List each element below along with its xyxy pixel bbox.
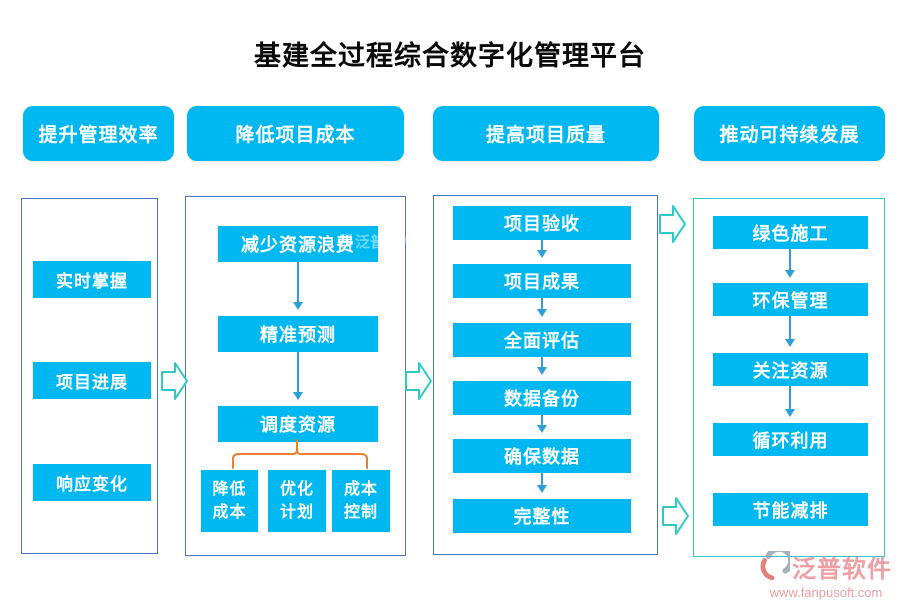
panel-efficiency: 实时掌握 项目进展 响应变化 xyxy=(21,198,158,554)
flow-ensure-data: 确保数据 xyxy=(453,439,631,473)
brand-url: www.fanpusoft.com xyxy=(769,585,883,600)
flow-green-construction: 绿色施工 xyxy=(713,216,868,249)
down-arrow-connector xyxy=(785,386,795,417)
flow-energy-saving: 节能减排 xyxy=(713,493,868,526)
flow-project-acceptance: 项目验收 xyxy=(453,206,631,240)
branch-connector xyxy=(232,439,368,469)
flow-focus-resources: 关注资源 xyxy=(713,353,868,386)
fanpusoft-logo-icon xyxy=(760,550,790,580)
item-project-progress: 项目进展 xyxy=(33,362,151,399)
right-block-arrow-icon xyxy=(405,362,432,400)
flow-recycling: 循环利用 xyxy=(713,423,868,456)
header-reduce-cost: 降低项目成本 xyxy=(187,106,404,161)
down-arrow-connector xyxy=(537,240,547,258)
flow-full-evaluation: 全面评估 xyxy=(453,323,631,357)
down-arrow-connector xyxy=(537,473,547,493)
right-block-arrow-icon xyxy=(161,362,188,400)
header-improve-efficiency: 提升管理效率 xyxy=(23,106,174,161)
down-arrow-connector xyxy=(785,249,795,278)
header-sustainable-development: 推动可持续发展 xyxy=(694,106,885,161)
down-arrow-connector xyxy=(537,415,547,433)
page-title: 基建全过程综合数字化管理平台 xyxy=(254,41,646,71)
branch-cost-control: 成本控制 xyxy=(332,470,390,532)
flow-data-backup: 数据备份 xyxy=(453,381,631,415)
down-arrow-connector xyxy=(293,352,303,400)
panel-sustainability: 绿色施工 环保管理 关注资源 循环利用 节能减排 xyxy=(693,198,885,557)
branch-optimize-plan: 优化计划 xyxy=(268,470,326,532)
panel-quality: 项目验收 项目成果 全面评估 数据备份 确保数据 完整性 xyxy=(433,195,658,555)
down-arrow-connector xyxy=(537,357,547,375)
flow-reduce-resource-waste: 减少资源浪费 xyxy=(218,226,378,262)
right-block-arrow-icon xyxy=(662,497,689,535)
item-respond-change: 响应变化 xyxy=(33,464,151,501)
flow-integrity: 完整性 xyxy=(453,499,631,533)
down-arrow-connector xyxy=(537,298,547,317)
branch-lower-cost: 降低成本 xyxy=(201,470,258,532)
right-block-arrow-icon xyxy=(659,205,686,243)
flow-project-results: 项目成果 xyxy=(453,264,631,298)
flow-dispatch-resources: 调度资源 xyxy=(218,406,378,442)
flow-environmental-management: 环保管理 xyxy=(713,283,868,316)
panel-cost: 减少资源浪费 精准预测 调度资源 降低成本 优化计划 成本控制 xyxy=(185,196,406,556)
flow-accurate-forecast: 精准预测 xyxy=(218,316,378,352)
brand-name: 泛普软件 xyxy=(792,557,892,583)
brand-watermark: 泛普软件 www.fanpusoft.com xyxy=(758,549,894,600)
down-arrow-connector xyxy=(293,262,303,310)
item-realtime-grasp: 实时掌握 xyxy=(33,261,151,298)
header-improve-quality: 提高项目质量 xyxy=(433,106,659,161)
down-arrow-connector xyxy=(785,316,795,347)
